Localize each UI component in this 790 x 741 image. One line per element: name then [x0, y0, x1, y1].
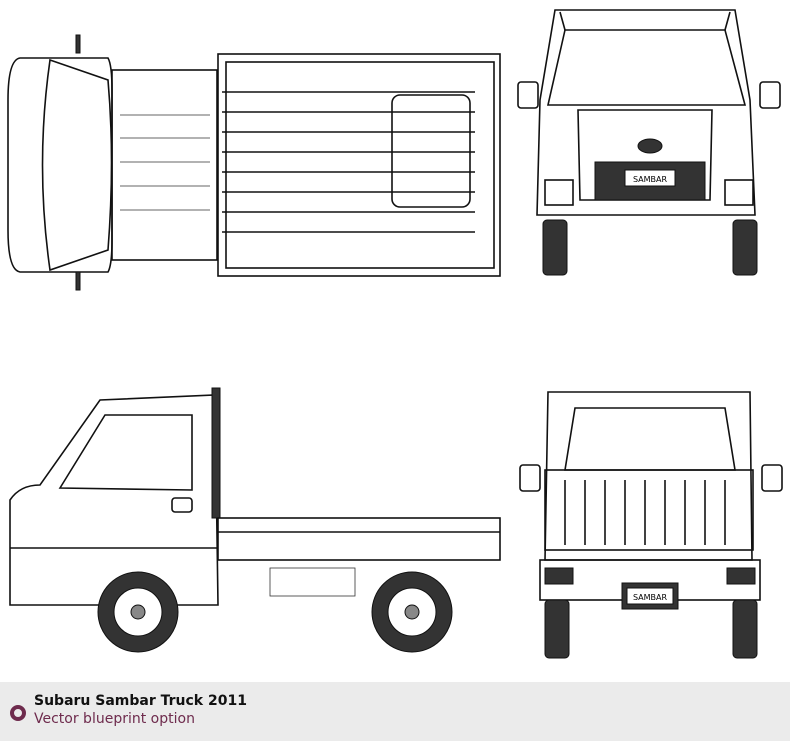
- svg-text:SAMBAR: SAMBAR: [633, 175, 668, 184]
- front-view: SAMBAR: [517, 9, 781, 276]
- top-view: [7, 34, 501, 291]
- side-view: [9, 387, 501, 653]
- svg-text:SAMBAR: SAMBAR: [633, 593, 668, 602]
- blueprint-drawing: SAMBAR SAMBAR: [7, 9, 783, 659]
- rear-view: SAMBAR: [519, 391, 783, 659]
- bullet-icon: [10, 705, 26, 721]
- caption-bar: [0, 682, 790, 741]
- caption-subtitle[interactable]: Vector blueprint option: [34, 711, 195, 727]
- caption-title: Subaru Sambar Truck 2011: [34, 693, 247, 709]
